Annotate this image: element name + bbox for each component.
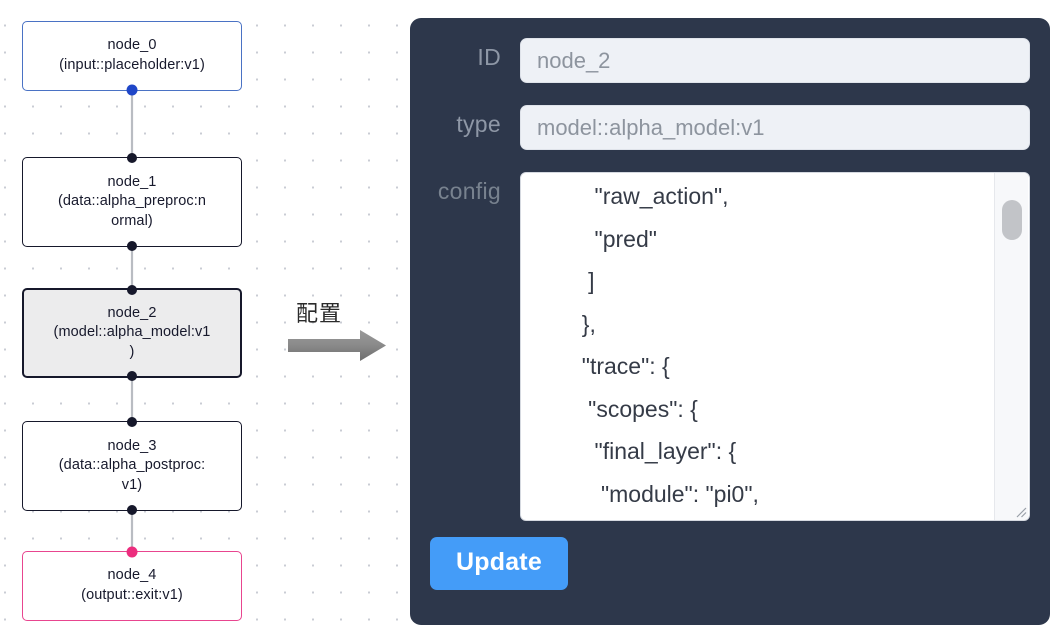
node-handle-top[interactable] (127, 153, 137, 163)
graph-node-node_2[interactable]: node_2 (model::alpha_model:v1 ) (22, 285, 242, 381)
node-handle-bottom[interactable] (126, 84, 138, 96)
config-scrollbar-thumb[interactable] (1002, 200, 1022, 240)
node-config-panel: ID node_2 type model::alpha_model:v1 con… (410, 18, 1050, 625)
node-handle-top[interactable] (127, 417, 137, 427)
node-label: node_0 (input::placeholder:v1) (59, 37, 205, 73)
type-field-label: type (456, 111, 501, 137)
annotation-label: 配置 (296, 302, 343, 327)
node-handle-bottom[interactable] (127, 371, 137, 381)
node-label: node_4 (output::exit:v1) (81, 567, 183, 603)
graph-node-node_0[interactable]: node_0 (input::placeholder:v1) (22, 21, 242, 96)
right-arrow-icon (288, 330, 386, 361)
graph-node-node_1[interactable]: node_1 (data::alpha_preproc:n ormal) (22, 153, 242, 251)
graph-node-node_4[interactable]: node_4 (output::exit:v1) (22, 546, 242, 621)
field-row-config: config "raw_action", "pred" ] }, "trace"… (410, 172, 1030, 521)
field-row-id: ID node_2 (410, 38, 1030, 83)
field-row-type: type model::alpha_model:v1 (410, 105, 1030, 150)
node-handle-bottom[interactable] (127, 241, 137, 251)
annotation-group: 配置 (288, 296, 398, 366)
graph-node-node_3[interactable]: node_3 (data::alpha_postproc: v1) (22, 417, 242, 515)
config-scrollbar-track[interactable] (994, 173, 1028, 520)
type-input[interactable]: model::alpha_model:v1 (520, 105, 1030, 150)
config-textarea-wrapper[interactable]: "raw_action", "pred" ] }, "trace": { "sc… (520, 172, 1030, 521)
update-button[interactable]: Update (430, 537, 568, 590)
config-textarea[interactable]: "raw_action", "pred" ] }, "trace": { "sc… (581, 183, 759, 507)
config-field-label: config (437, 178, 501, 204)
id-field-label: ID (477, 44, 501, 70)
node-handle-bottom[interactable] (127, 505, 137, 515)
id-input[interactable]: node_2 (520, 38, 1030, 83)
node-label: node_1 (data::alpha_preproc:n ormal) (57, 173, 207, 229)
node-label: node_3 (data::alpha_postproc: v1) (58, 437, 206, 493)
node-label: node_2 (model::alpha_model:v1 ) (53, 304, 211, 360)
update-row: Update (410, 537, 1030, 590)
node-handle-top[interactable] (126, 546, 138, 558)
node-handle-top[interactable] (127, 285, 137, 295)
